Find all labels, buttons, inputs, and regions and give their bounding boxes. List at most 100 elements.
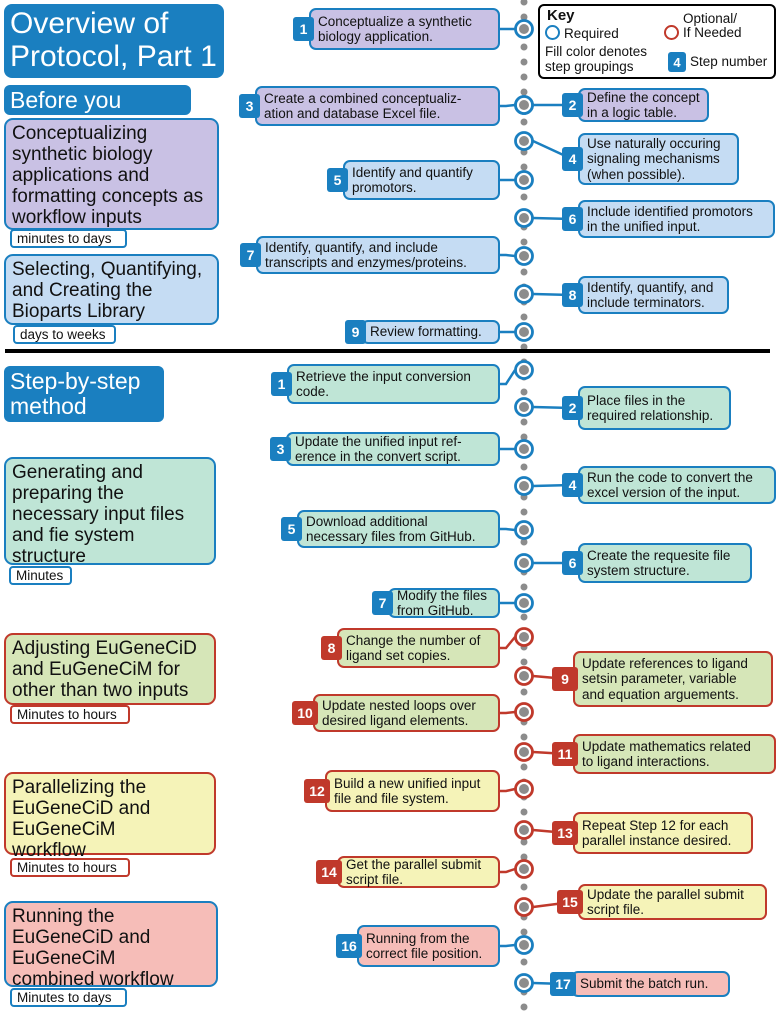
key-required-label: Required — [564, 26, 619, 41]
part2-step-node-center-11 — [519, 747, 529, 757]
part1-step-6-number-badge: 6 — [562, 207, 583, 231]
phase-box-2: Selecting, Quantifying, and Creating the… — [4, 254, 219, 325]
part1-step-7-number-badge: 7 — [240, 243, 261, 267]
part1-step-5-box: Identify and quantify promotors. — [343, 160, 500, 200]
part2-step-2-number-badge: 2 — [562, 396, 583, 420]
part1-step-3-box: Create a combined conceptualiz- ation an… — [255, 86, 500, 126]
phase-box-3: Generating and preparing the necessary i… — [4, 457, 216, 567]
part2-connector-12 — [500, 787, 516, 793]
phase-duration-6: Minutes to days — [10, 988, 127, 1007]
part2-step-12-number-badge: 12 — [304, 779, 330, 803]
part2-step-11-text: Update mathematics related to ligand int… — [582, 738, 751, 770]
part1-step-1-box: Conceptualize a synthetic biology applic… — [309, 8, 500, 50]
part2-step-9-text: Update references to ligand setsin param… — [582, 655, 748, 702]
part1-step-node-center-8 — [519, 289, 529, 299]
part2-step-5-box: Download additional necessary files from… — [297, 510, 500, 548]
part1-step-8-box: Identify, quantify, and include terminat… — [578, 276, 729, 314]
legend-key: Key Required Optional/ If Needed Fill co… — [538, 4, 776, 79]
part2-step-16-number-badge: 16 — [336, 934, 362, 958]
part1-step-5-text: Identify and quantify promotors. — [352, 164, 473, 196]
part2-step-11-number-badge: 11 — [552, 742, 578, 766]
part2-step-14-box: Get the parallel submit script file. — [337, 856, 500, 888]
part2-step-3-box: Update the unified input ref- erence in … — [286, 432, 500, 466]
phase-duration-3: Minutes — [9, 566, 72, 585]
part1-step-6-box: Include identified promotors in the unif… — [578, 200, 775, 238]
part2-step-4-number-badge: 4 — [562, 473, 583, 497]
part2-step-12-text: Build a new unified input file and file … — [334, 775, 481, 807]
part2-step-node-center-4 — [519, 481, 529, 491]
part1-step-3-number-badge: 3 — [239, 94, 260, 118]
part2-step-7-text: Modify the files from GitHub. — [397, 587, 488, 619]
part2-step-7-box: Modify the files from GitHub. — [388, 588, 500, 618]
part2-step-16-text: Running from the correct file position. — [366, 930, 483, 962]
part2-connector-8 — [500, 636, 516, 650]
part2-step-8-text: Change the number of ligand set copies. — [346, 632, 481, 664]
phase-duration-4: Minutes to hours — [10, 705, 130, 724]
part1-step-node-center-7 — [519, 251, 529, 261]
part1-step-node-center-9 — [519, 327, 529, 337]
part2-step-12-box: Build a new unified input file and file … — [325, 770, 500, 812]
part1-connector-7 — [500, 253, 516, 258]
part2-step-node-center-16 — [519, 940, 529, 950]
part1-step-2-box: Define the concept in a logic table. — [578, 88, 709, 122]
phase-box-4: Adjusting EuGeneCiD and EuGeneCiM for ot… — [4, 633, 216, 705]
part1-step-9-text: Review formatting. — [370, 324, 482, 340]
part1-step-8-text: Identify, quantify, and include terminat… — [587, 279, 714, 311]
part2-step-node-center-17 — [519, 978, 529, 988]
phase-box-1: Conceptualizing synthetic biology applic… — [4, 118, 219, 230]
key-step-number-label: Step number — [690, 54, 768, 69]
part2-step-10-box: Update nested loops over desired ligand … — [313, 694, 500, 732]
part2-step-7-number-badge: 7 — [372, 591, 393, 615]
part2-step-11-box: Update mathematics related to ligand int… — [573, 734, 776, 774]
part1-step-node-center-5 — [519, 175, 529, 185]
section-divider — [5, 349, 770, 353]
part2-step-8-box: Change the number of ligand set copies. — [337, 628, 500, 668]
step-by-step-heading: Step-by-step method details — [4, 366, 164, 444]
part2-step-6-text: Create the requesite file system structu… — [587, 547, 731, 579]
part2-step-10-number-badge: 10 — [292, 701, 318, 725]
part2-step-node-center-3 — [519, 444, 529, 454]
part1-step-4-box: Use naturally occuring signaling mechani… — [578, 133, 739, 185]
phase-box-5: Parallelizing the EuGeneCiD and EuGeneCi… — [4, 772, 216, 861]
part2-step-17-box: Submit the batch run. — [571, 971, 730, 997]
key-optional-label: Optional/ If Needed — [683, 11, 742, 40]
part2-step-3-number-badge: 3 — [270, 437, 291, 461]
part1-step-9-number-badge: 9 — [345, 320, 366, 344]
part2-connector-5 — [500, 527, 516, 532]
phase-box-6: Running the EuGeneCiD and EuGeneCiM comb… — [4, 901, 218, 990]
part2-step-node-center-7 — [519, 598, 529, 608]
part2-step-node-center-6 — [519, 558, 529, 568]
part2-step-16-box: Running from the correct file position. — [357, 925, 500, 967]
part2-step-14-text: Get the parallel submit script file. — [346, 856, 482, 888]
part1-step-5-number-badge: 5 — [327, 168, 348, 192]
part2-step-9-box: Update references to ligand setsin param… — [573, 651, 773, 707]
part1-step-node-center-4 — [519, 136, 529, 146]
part2-step-node-center-1 — [519, 365, 529, 375]
part2-step-15-number-badge: 15 — [557, 890, 583, 914]
part2-connector-1 — [500, 369, 517, 386]
part2-step-4-box: Run the code to convert the excel versio… — [578, 466, 776, 504]
part2-step-node-center-10 — [519, 707, 529, 717]
part2-step-5-number-badge: 5 — [281, 517, 302, 541]
part1-step-3-text: Create a combined conceptualiz- ation an… — [264, 90, 462, 122]
part2-step-17-number-badge: 17 — [550, 972, 576, 996]
key-heading: Key — [547, 7, 575, 24]
key-fill-label: Fill color denotes step groupings — [545, 44, 648, 74]
part2-step-6-box: Create the requesite file system structu… — [578, 543, 752, 583]
part1-step-4-text: Use naturally occuring signaling mechani… — [587, 135, 721, 182]
phase-duration-1: minutes to days — [10, 229, 127, 248]
part2-step-node-center-14 — [519, 864, 529, 874]
part1-step-2-text: Define the concept in a logic table. — [587, 89, 700, 121]
part2-step-1-number-badge: 1 — [271, 372, 292, 396]
part2-step-13-number-badge: 13 — [552, 821, 578, 845]
part2-step-node-center-9 — [519, 671, 529, 681]
part1-connector-3 — [500, 103, 516, 108]
part1-step-7-text: Identify, quantify, and include transcri… — [265, 239, 467, 271]
part1-step-8-number-badge: 8 — [562, 283, 583, 307]
part2-step-6-number-badge: 6 — [562, 551, 583, 575]
part1-step-2-number-badge: 2 — [562, 93, 583, 117]
part2-step-8-number-badge: 8 — [321, 636, 342, 660]
part2-step-14-number-badge: 14 — [316, 860, 342, 884]
part2-step-1-text: Retrieve the input conversion code. — [296, 368, 471, 400]
part1-step-node-center-3 — [519, 100, 529, 110]
